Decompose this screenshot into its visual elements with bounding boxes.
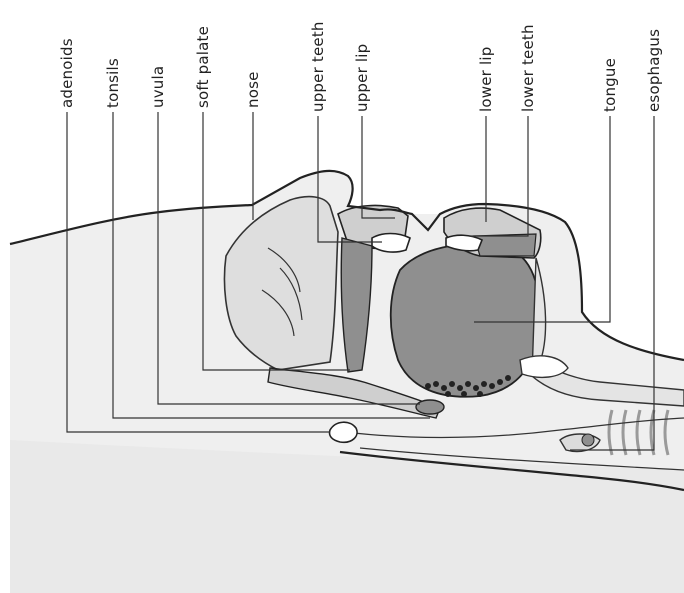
label-tongue: tongue <box>601 58 619 112</box>
label-esophagus: esophagus <box>645 29 663 112</box>
tongue-shape <box>391 244 540 397</box>
label-nose: nose <box>244 71 262 108</box>
label-tonsils: tonsils <box>104 58 122 108</box>
label-adenoids: adenoids <box>58 38 76 108</box>
label-upper-lip: upper lip <box>353 44 371 112</box>
lower-teeth-shape <box>446 235 482 251</box>
label-soft-palate: soft palate <box>194 26 212 108</box>
label-upper-teeth: upper teeth <box>309 21 327 112</box>
lower-lip-inner <box>474 234 536 256</box>
label-uvula: uvula <box>149 66 167 108</box>
upper-teeth-shape <box>372 234 410 253</box>
adenoids-shape <box>329 422 357 442</box>
label-lower-lip: lower lip <box>477 47 495 112</box>
label-lower-teeth: lower teeth <box>519 24 537 112</box>
uvula-shape <box>416 400 444 414</box>
larynx-ring <box>582 434 594 446</box>
